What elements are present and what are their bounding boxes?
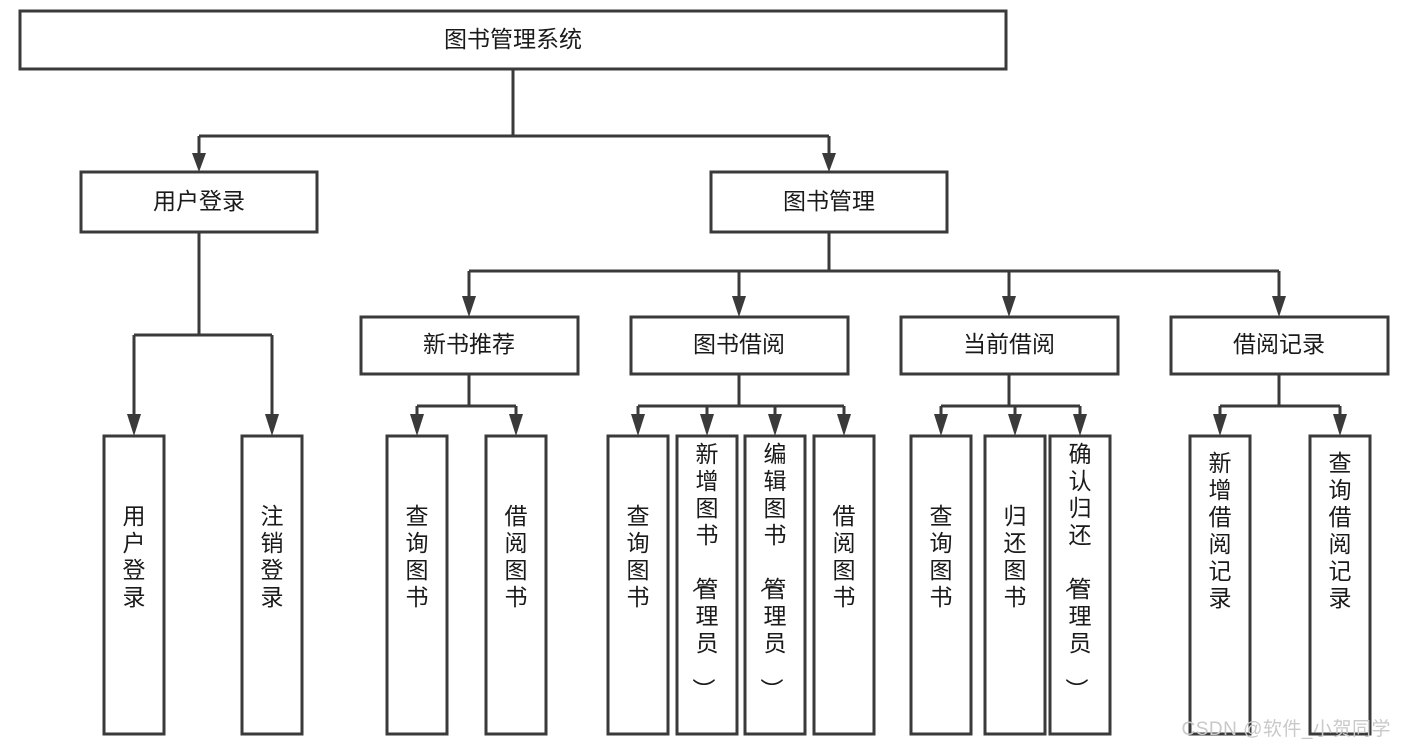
leaf-return-book-label: 归还图书 [1004,503,1027,610]
node-book-borrow-box[interactable] [629,315,850,376]
leaf-borrow-book-1[interactable]: 借阅图书 [484,434,548,736]
arrowhead-book-manage [822,153,836,172]
leaf-user-logout-box[interactable] [240,434,304,736]
node-root-label: 图书管理系统 [444,26,582,52]
leaf-query-book-1-box[interactable] [385,434,449,736]
leaf-query-book-1-label: 查询图书 [406,503,429,610]
node-book-manage[interactable]: 图书管理 [709,170,949,234]
leaf-query-book-3[interactable]: 查询图书 [909,434,973,736]
leaf-add-book-box[interactable] [675,434,739,736]
leaf-query-record-label: 查询借阅记录 [1329,450,1352,611]
node-borrow-record[interactable]: 借阅记录 [1169,315,1390,376]
node-user-login[interactable]: 用户登录 [79,170,319,234]
leaf-borrow-book-1-box[interactable] [484,434,548,736]
leaf-edit-book-label: 编辑图书（管理员） [759,441,787,701]
leaf-add-book-label: 新增图书（管理员） [691,441,719,701]
leaf-borrow-book-1-label: 借阅图书 [505,503,528,610]
arrowhead-new-book-recommend [462,296,476,317]
leaf-add-record-label: 新增借阅记录 [1209,450,1232,611]
leaf-add-record-box[interactable] [1188,434,1252,736]
node-user-login-label: 用户登录 [153,188,245,214]
leaf-query-book-2[interactable]: 查询图书 [606,434,670,736]
node-current-borrow-label: 当前借阅 [963,331,1055,357]
leaf-add-record[interactable]: 新增借阅记录 [1188,434,1252,736]
leaf-edit-book-box[interactable] [743,434,807,736]
arrowhead-leaf-add-book [700,414,714,436]
leaf-confirm-return-box[interactable] [1048,434,1112,736]
leaf-borrow-book-2-box[interactable] [812,434,876,736]
node-new-book-recommend[interactable]: 新书推荐 [359,315,580,376]
leaf-borrow-book-2-label: 借阅图书 [833,503,856,610]
node-book-borrow-label: 图书借阅 [693,331,785,357]
leaf-return-book-box[interactable] [983,434,1047,736]
leaf-confirm-return[interactable]: 确认归还（管理员） [1048,434,1112,736]
leaf-user-login[interactable]: 用户登录 [102,434,166,736]
arrowhead-leaf-borrow-book-2 [837,414,851,436]
leaf-borrow-book-2[interactable]: 借阅图书 [812,434,876,736]
leaf-user-login-box[interactable] [102,434,166,736]
arrowhead-leaf-confirm-return [1073,414,1087,436]
arrowhead-leaf-borrow-book-1 [509,414,523,436]
arrowhead-leaf-edit-book [768,414,782,436]
arrowhead-leaf-query-book-2 [631,414,645,436]
leaf-query-record[interactable]: 查询借阅记录 [1308,434,1372,736]
leaf-query-book-3-box[interactable] [909,434,973,736]
arrowhead-leaf-return-book [1008,414,1022,436]
leaf-query-book-2-label: 查询图书 [627,503,650,610]
leaf-user-login-label: 用户登录 [123,503,146,610]
arrowhead-leaf-query-book-1 [410,414,424,436]
node-user-login-box[interactable] [79,170,319,234]
arrowhead-leaf-query-book-3 [934,414,948,436]
leaf-add-book[interactable]: 新增图书（管理员） [675,434,739,736]
leaf-query-book-3-label: 查询图书 [930,503,953,610]
node-book-manage-label: 图书管理 [783,188,875,214]
node-borrow-record-label: 借阅记录 [1233,331,1325,357]
node-book-manage-box[interactable] [709,170,949,234]
node-root[interactable]: 图书管理系统 [18,9,1008,71]
arrowhead-current-borrow [1002,296,1016,317]
node-borrow-record-box[interactable] [1169,315,1390,376]
leaf-query-book-2-box[interactable] [606,434,670,736]
leaf-query-book-1[interactable]: 查询图书 [385,434,449,736]
node-book-borrow[interactable]: 图书借阅 [629,315,850,376]
leaf-confirm-return-label: 确认归还（管理员） [1064,441,1092,701]
leaf-user-logout[interactable]: 注销登录 [240,434,304,736]
leaf-edit-book[interactable]: 编辑图书（管理员） [743,434,807,736]
node-root-box[interactable] [18,9,1008,71]
arrowhead-user-login [192,153,206,172]
arrowhead-leaf-query-record [1333,414,1347,436]
arrowhead-book-borrow [732,296,746,317]
arrowhead-borrow-record [1272,296,1286,317]
arrowhead-leaf-add-record [1213,414,1227,436]
node-current-borrow-box[interactable] [899,315,1120,376]
node-current-borrow[interactable]: 当前借阅 [899,315,1120,376]
connector-group [127,69,1347,436]
leaf-user-logout-label: 注销登录 [261,503,284,610]
node-new-book-recommend-box[interactable] [359,315,580,376]
leaf-return-book[interactable]: 归还图书 [983,434,1047,736]
arrowhead-leaf-user-logout [265,414,279,436]
node-new-book-recommend-label: 新书推荐 [423,331,515,357]
leaf-query-record-box[interactable] [1308,434,1372,736]
arrowhead-leaf-user-login [127,414,141,436]
